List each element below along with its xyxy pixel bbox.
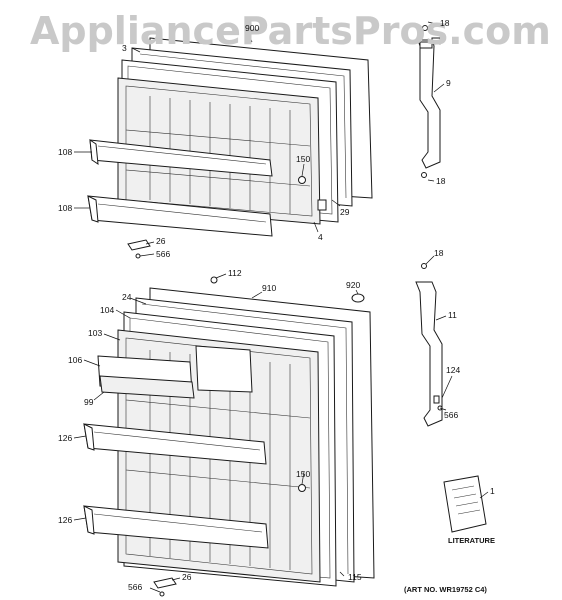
callout-126-upper: 126: [58, 433, 72, 443]
callout-112: 112: [228, 268, 242, 278]
callout-24: 24: [122, 292, 132, 302]
callout-900: 900: [245, 23, 259, 33]
callout-4: 4: [318, 232, 323, 242]
lower-hinge-bracket: [415, 263, 443, 427]
callout-124: 124: [446, 365, 460, 375]
callout-3: 3: [122, 43, 127, 53]
hardware-bottom: [153, 577, 177, 597]
callout-566-upper: 566: [156, 249, 170, 259]
art-number: (ART NO. WR19752 C4): [404, 585, 487, 594]
callout-26-upper: 26: [156, 236, 166, 246]
callout-1: 1: [490, 486, 495, 496]
callout-150-lower: 150: [296, 469, 310, 479]
hardware-top: [127, 239, 151, 259]
callout-99: 99: [84, 397, 94, 407]
literature-label: LITERATURE: [448, 536, 495, 545]
callout-18-mid: 18: [436, 176, 446, 186]
callout-18-top: 18: [440, 18, 450, 28]
callout-920: 920: [346, 280, 360, 290]
callout-26-lower: 26: [182, 572, 192, 582]
callout-106: 106: [68, 355, 82, 365]
literature-booklet: [443, 475, 487, 533]
callout-108-lower: 108: [58, 203, 72, 213]
callout-labels: 900 3 18 9 18 108 150 29 108 4 26 566 11…: [58, 18, 495, 592]
freezer-door-assembly: [87, 37, 373, 237]
callout-566-right: 566: [444, 410, 458, 420]
upper-hinge-bracket: [417, 25, 441, 178]
callout-115: 115: [348, 572, 362, 582]
watermark-text: AppliancePartsPros.com: [30, 9, 551, 53]
callout-108-upper: 108: [58, 147, 72, 157]
callout-9: 9: [446, 78, 451, 88]
callout-18-lower: 18: [434, 248, 444, 258]
callout-910: 910: [262, 283, 276, 293]
callout-104: 104: [100, 305, 114, 315]
leader-lines: [73, 21, 489, 593]
callout-11: 11: [448, 310, 457, 320]
callout-29: 29: [340, 207, 350, 217]
callout-103: 103: [88, 328, 102, 338]
callout-126-lower: 126: [58, 515, 72, 525]
callout-566-lower: 566: [128, 582, 142, 592]
fresh-food-door-assembly: [83, 276, 375, 587]
callout-150-upper: 150: [296, 154, 310, 164]
